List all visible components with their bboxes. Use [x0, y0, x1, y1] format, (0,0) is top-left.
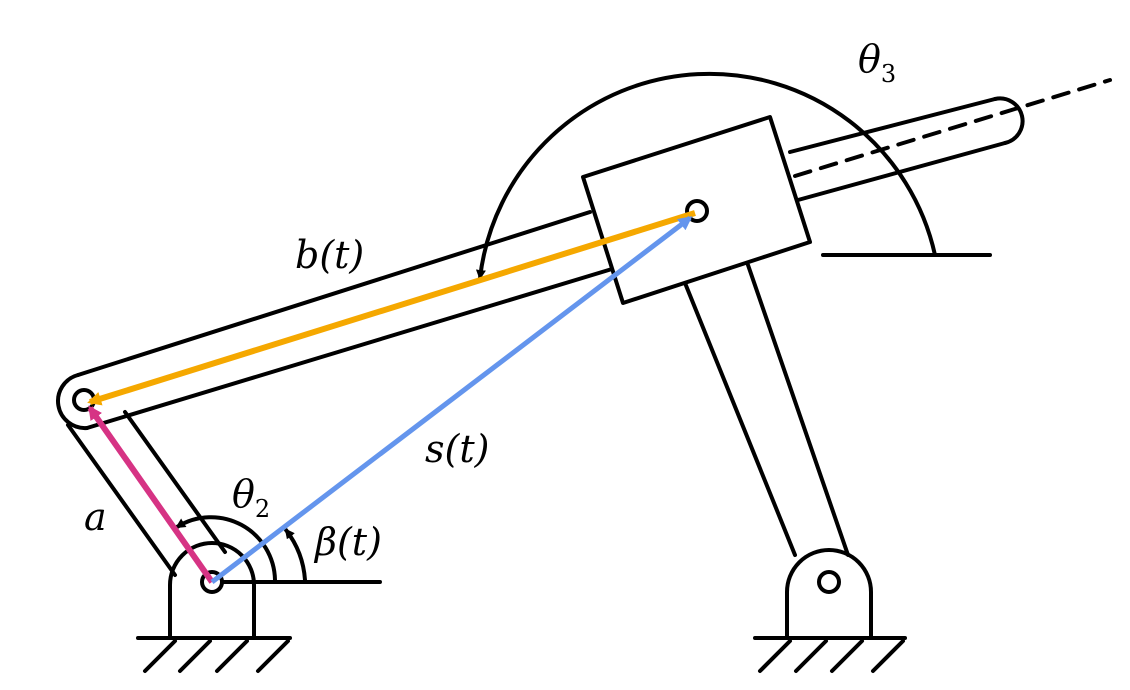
slotted-link	[56, 210, 614, 431]
vector-a	[87, 405, 215, 584]
label-s: s(t)	[425, 427, 489, 471]
theta2-base: θ	[232, 472, 255, 516]
theta2-arc	[175, 515, 277, 582]
label-beta: β(t)	[313, 520, 382, 564]
label-a: a	[84, 495, 107, 539]
ground-pin-right	[817, 570, 841, 594]
right-ground-support	[753, 548, 907, 673]
left-ground-support	[136, 541, 292, 673]
label-b: b(t)	[295, 233, 364, 277]
crank-link	[66, 410, 227, 577]
theta2-subscript: 2	[255, 495, 270, 523]
theta3-arc	[475, 71, 937, 280]
vector-b	[87, 210, 696, 406]
rocker-arm	[683, 263, 850, 557]
beta-arc	[284, 528, 307, 582]
theta3-base: θ	[858, 37, 881, 81]
label-theta2: θ2	[232, 472, 270, 523]
rod-extension	[788, 78, 1112, 202]
vector-s	[210, 216, 693, 584]
theta3-subscript: 3	[881, 60, 896, 88]
label-theta3: θ3	[858, 37, 896, 88]
